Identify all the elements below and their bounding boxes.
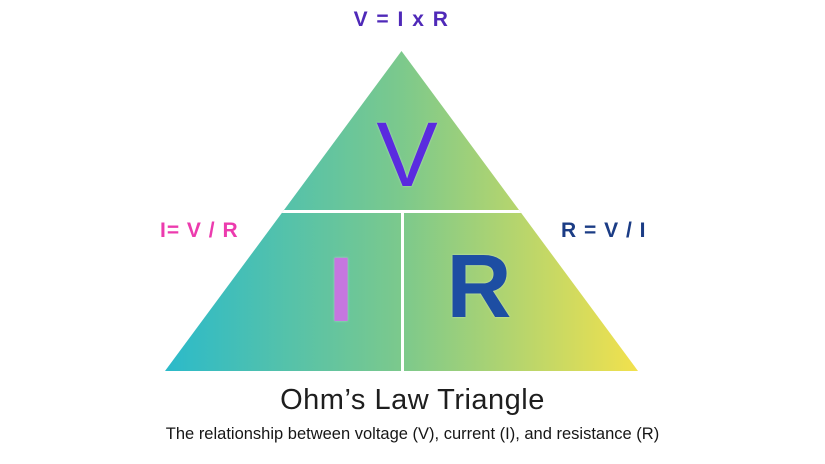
diagram-subtitle: The relationship between voltage (V), cu… [165,425,660,443]
voltage-letter: V [376,104,438,206]
current-letter: I [328,239,354,341]
current-formula-label: I= V / R [160,219,239,242]
resistance-formula-label: R = V / I [561,219,647,242]
diagram-title: Ohm’s Law Triangle [280,384,545,416]
caption: Ohm’s Law Triangle The relationship betw… [0,384,825,444]
resistance-letter: R [446,237,512,337]
horizontal-divider [165,210,638,213]
ohms-law-triangle: V I R [165,51,638,371]
vertical-divider [401,213,404,371]
voltage-formula-label: V = I x R [353,8,450,31]
